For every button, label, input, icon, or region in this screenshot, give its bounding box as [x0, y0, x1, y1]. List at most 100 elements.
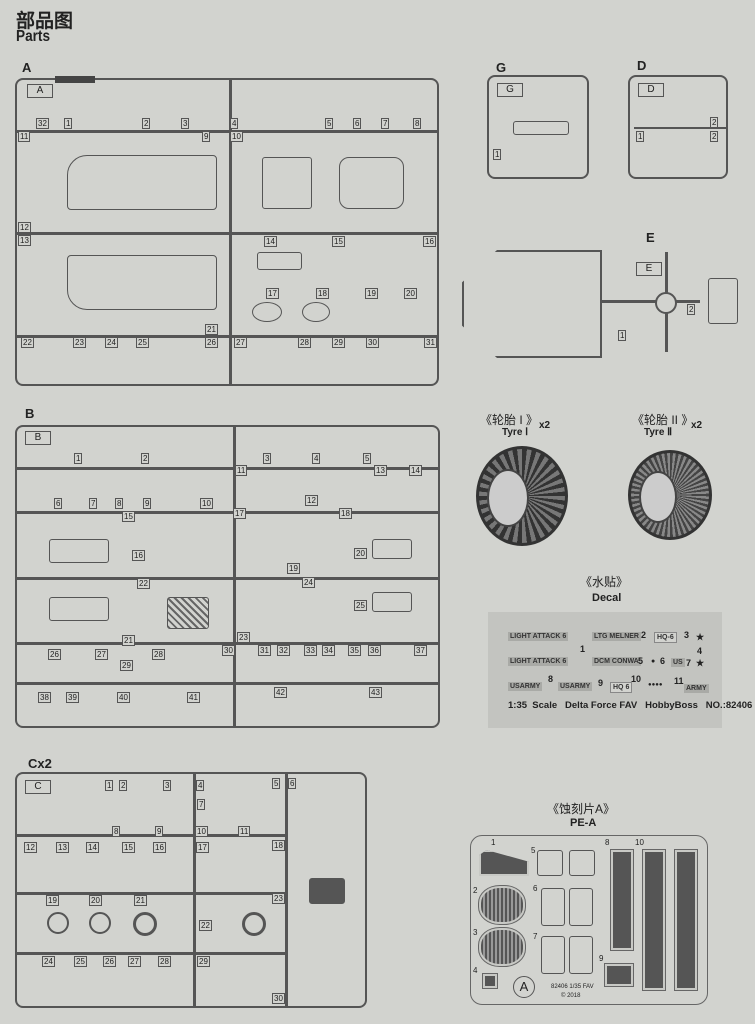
part-number: 27 — [128, 956, 141, 967]
part-number: 4 — [196, 780, 205, 791]
sprue-d: D 1 2 2 — [628, 75, 728, 179]
part-number: 30 — [272, 993, 285, 1004]
part-number: 10 — [200, 498, 213, 509]
part-number: 8 — [115, 498, 124, 509]
sprue-b-label: B — [25, 406, 35, 421]
part-number: 9 — [143, 498, 152, 509]
part-number: 27 — [95, 649, 108, 660]
pe-part-10 — [674, 849, 698, 991]
part-number: 6 — [54, 498, 63, 509]
pe-number: 1 — [491, 838, 496, 847]
pe-title: PE-A — [570, 817, 597, 829]
part-number: 17 — [233, 508, 246, 519]
part-number: 10 — [195, 826, 208, 837]
part-number: 30 — [222, 645, 235, 656]
part-number: 26 — [48, 649, 61, 660]
decal-item: ★ — [696, 632, 705, 642]
part-number: 18 — [339, 508, 352, 519]
part-number: 19 — [46, 895, 59, 906]
part-number: 26 — [103, 956, 116, 967]
decal-item: DCM CONWA — [592, 657, 641, 666]
part-number: 20 — [89, 895, 102, 906]
sprue-g-label: G — [496, 60, 507, 75]
tyre-2-title: Tyre Ⅱ — [644, 427, 673, 438]
part-number: 29 — [120, 660, 133, 671]
pe-part-7 — [541, 936, 565, 974]
pe-number: 2 — [473, 886, 478, 895]
part-number: 23 — [272, 893, 285, 904]
part-number: 16 — [153, 842, 166, 853]
part-number: 3 — [263, 453, 272, 464]
chassis-frame-part — [67, 155, 217, 210]
part-number: 4 — [312, 453, 321, 464]
decal-item: ● — [651, 658, 656, 665]
pe-part-6 — [569, 888, 593, 926]
part-number: 29 — [332, 337, 345, 348]
part-number: 34 — [322, 645, 335, 656]
tyre-2-qty: x2 — [691, 420, 703, 431]
plate-part — [513, 121, 569, 135]
part-number: 1 — [636, 131, 645, 142]
tyre-1-title-cn: 《轮胎 I 》 — [480, 413, 539, 427]
part-number: 8 — [112, 826, 121, 837]
sprue-a-tag: A — [27, 84, 53, 98]
part-number: 41 — [187, 692, 200, 703]
part-number: 28 — [158, 956, 171, 967]
part-number: 25 — [136, 337, 149, 348]
decal-item: US — [671, 658, 685, 667]
pe-number: 5 — [531, 846, 536, 855]
part-number: 14 — [86, 842, 99, 853]
decal-title: Decal — [592, 592, 622, 604]
decal-number: 2 — [641, 630, 647, 640]
pe-part-4 — [482, 973, 498, 989]
decal-title-cn: 《水贴》 — [580, 575, 629, 589]
pe-number: 3 — [473, 928, 478, 937]
part-number: 16 — [423, 236, 436, 247]
part-number: 42 — [274, 687, 287, 698]
decal-item: ●●●● — [648, 682, 663, 688]
part-number: 21 — [205, 324, 218, 335]
part-number: 23 — [237, 632, 250, 643]
part-number: 15 — [122, 511, 135, 522]
part-number: 28 — [298, 337, 311, 348]
part-number: 28 — [152, 649, 165, 660]
chassis-frame-part — [67, 255, 217, 310]
part-number: 13 — [18, 235, 31, 246]
decal-item: HQ-6 — [654, 632, 677, 643]
part-number: 43 — [369, 687, 382, 698]
part-number: 19 — [365, 288, 378, 299]
part-number: 24 — [42, 956, 55, 967]
part-number: 38 — [38, 692, 51, 703]
pe-number: 6 — [533, 884, 538, 893]
part-number: 40 — [117, 692, 130, 703]
sprue-d-tag: D — [638, 83, 664, 97]
pe-part-5 — [569, 850, 595, 876]
part-number: 12 — [305, 495, 318, 506]
tyre-2-title-cn: 《轮胎 II 》 — [632, 413, 694, 427]
sprue-e-tag: E — [636, 262, 662, 276]
panel-part — [262, 157, 312, 209]
part-number: 31 — [258, 645, 271, 656]
pe-part-5 — [537, 850, 563, 876]
sprue-c: C — [15, 772, 367, 1008]
decal-item: LIGHT ATTACK 6 — [508, 632, 569, 641]
part-number: 27 — [234, 337, 247, 348]
wheel-hub-part — [242, 912, 266, 936]
part-number: 23 — [73, 337, 86, 348]
part-number: 6 — [288, 778, 297, 789]
tyre-1-title: Tyre Ⅰ — [502, 427, 529, 438]
pe-part-7 — [569, 936, 593, 974]
fret-copyright: © 2018 — [561, 993, 581, 999]
part-number: 30 — [366, 337, 379, 348]
part-number: 13 — [56, 842, 69, 853]
pe-number: 8 — [605, 838, 610, 847]
sprue-d-label: D — [637, 58, 647, 73]
part-number: 37 — [414, 645, 427, 656]
part-number: 12 — [24, 842, 37, 853]
part-number: 29 — [197, 956, 210, 967]
part-number: 20 — [404, 288, 417, 299]
part-number: 2 — [710, 131, 719, 142]
sprue-a-label: A — [22, 60, 32, 75]
part-number: 22 — [199, 920, 212, 931]
pe-part-6 — [541, 888, 565, 926]
